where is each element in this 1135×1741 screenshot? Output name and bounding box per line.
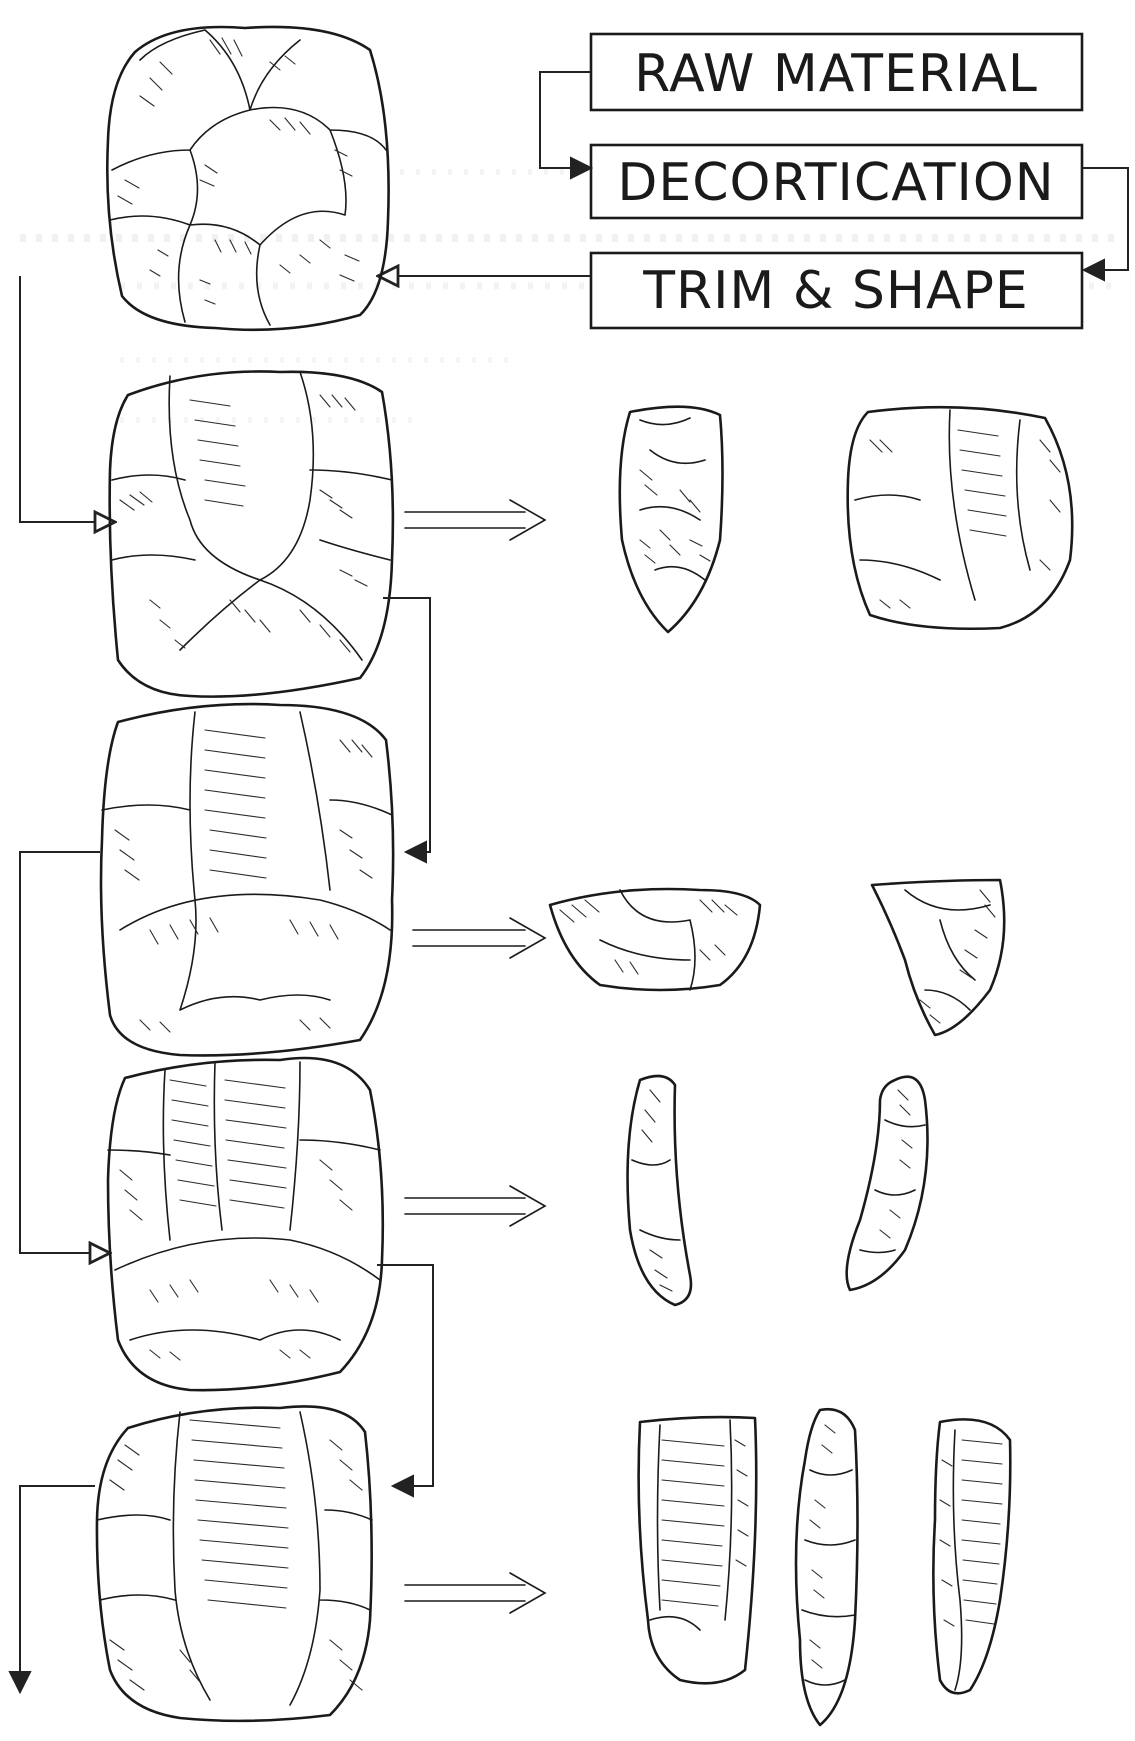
cortical-flake-2 bbox=[872, 880, 1004, 1035]
crested-blade-1 bbox=[628, 1076, 691, 1305]
final-core-out-arrow bbox=[20, 1486, 95, 1690]
raw-to-decortication-arrow bbox=[540, 72, 591, 168]
trim-shape-label: TRIM & SHAPE bbox=[642, 261, 1029, 321]
nodule-to-core2-arrow bbox=[20, 276, 113, 522]
trimming-flake-2 bbox=[848, 407, 1073, 629]
flow-box-decortication: DECORTICATION bbox=[591, 145, 1082, 218]
flow-box-trim-shape: TRIM & SHAPE bbox=[591, 253, 1082, 328]
decortication-to-trim-arrow bbox=[1082, 168, 1128, 270]
crested-blade-2 bbox=[847, 1077, 928, 1290]
raw-material-label: RAW MATERIAL bbox=[634, 44, 1038, 104]
core4-to-core5-arrow bbox=[377, 1265, 433, 1486]
core-blade bbox=[108, 1058, 383, 1390]
product-arrow-2 bbox=[413, 918, 545, 958]
product-arrow-3 bbox=[405, 1186, 545, 1226]
blade-2 bbox=[796, 1409, 858, 1725]
core-crested bbox=[101, 704, 393, 1055]
decortication-label: DECORTICATION bbox=[617, 153, 1054, 213]
product-arrow-4 bbox=[405, 1573, 545, 1613]
blade-1 bbox=[639, 1417, 757, 1683]
product-arrow-1 bbox=[405, 500, 545, 540]
core3-to-core4-arrow bbox=[20, 852, 108, 1253]
blade-3 bbox=[933, 1419, 1010, 1693]
trimming-flake-1 bbox=[620, 407, 723, 632]
cortical-flake-1 bbox=[550, 889, 760, 990]
core-nodule bbox=[107, 27, 388, 330]
flow-box-raw-material: RAW MATERIAL bbox=[591, 34, 1082, 110]
core-final bbox=[97, 1406, 372, 1720]
